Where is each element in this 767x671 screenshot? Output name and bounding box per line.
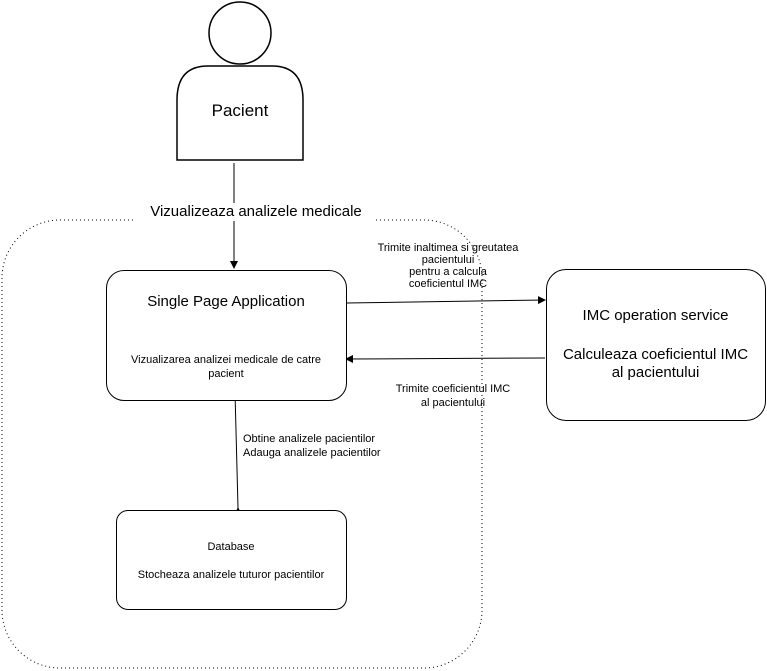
actor-body [176,65,304,161]
edge-label-view-analyses: Vizualizeaza analizele medicale [136,203,376,221]
imc-service-node[interactable]: IMC operation service Calculeaza coefici… [546,269,766,421]
database-title: Database [207,541,255,553]
database-node[interactable]: Database Stocheaza analizele tuturor pac… [116,510,347,610]
edge-label-line: Adauga analizele pacientilor [243,447,381,459]
edge-label-line: pacientului [421,254,475,266]
spa-title: Single Page Application [147,293,305,310]
edge-label-send-height-weight: Trimite inaltimea si greutatea pacientul… [350,242,546,290]
system-boundary [1,219,483,669]
actor-label: Pacient [211,101,269,120]
spa-node[interactable]: Single Page Application Vizualizarea ana… [106,270,347,401]
edge-label-line: pentru a calcula [409,266,487,278]
edge-label-send-imc: Trimite coeficientul IMC al pacientului [368,382,538,410]
edge-label-line: Obtine analizele pacientilor [243,433,376,445]
imc-service-title: IMC operation service [582,307,729,324]
edge-label-line: coeficientul IMC [408,278,488,290]
database-description: Stocheaza analizele tuturor pacientilor [137,569,325,581]
spa-description-line: Vizualizarea analizei medicale de catre [131,354,321,366]
imc-service-description-line: Calculeaza coeficientul IMC [562,346,749,363]
edge-spa-to-imc [345,296,546,305]
actor-head [208,1,272,65]
edge-label-line: Trimite inaltimea si greutatea [377,242,519,254]
edge-spa-db [231,391,243,516]
spa-description: Vizualizarea analizei medicale de catre … [107,353,345,381]
spa-description-line: pacient [208,368,244,380]
edge-label-line: Trimite coeficientul IMC [395,383,511,395]
edge-label-line: al pacientului [420,397,486,409]
edge-imc-to-spa [345,354,546,363]
imc-service-description-line: al pacientului [611,364,700,381]
imc-service-description: Calculeaza coeficientul IMC al pacientul… [547,346,764,382]
actor-shape[interactable] [176,1,304,161]
edge-label-db-operations: Obtine analizele pacientilor Adauga anal… [243,432,381,460]
